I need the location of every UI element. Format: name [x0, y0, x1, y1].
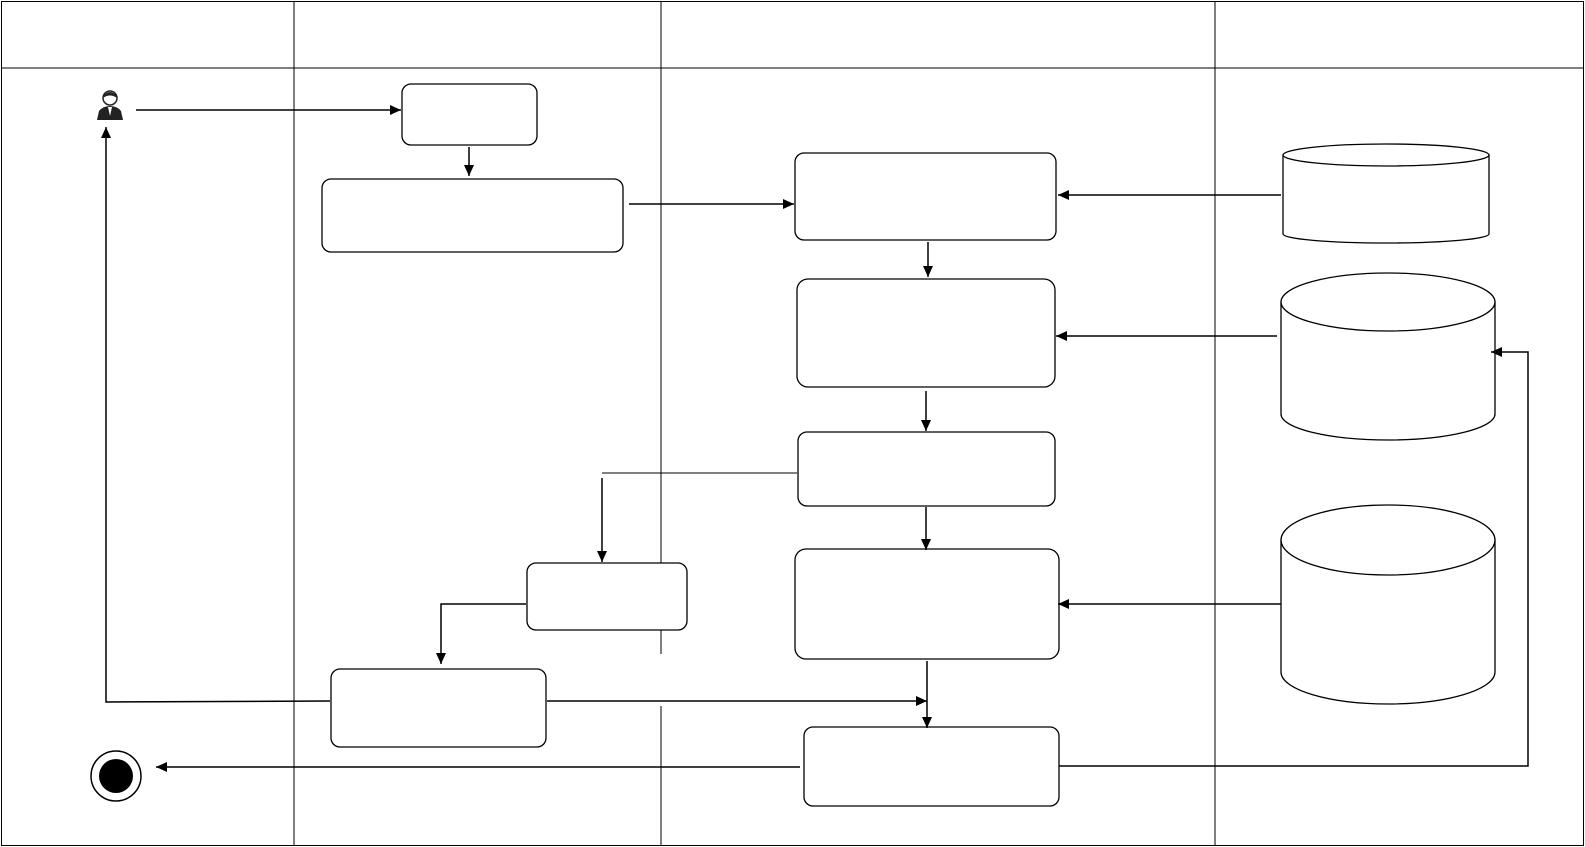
flow-user-action-to-actor [101, 127, 331, 703]
node-side-branch [526, 562, 688, 631]
node-login [401, 83, 538, 146]
user-icon [97, 90, 123, 120]
flow-step5-to-db-middle [1059, 347, 1529, 767]
db-bottom [1280, 504, 1496, 705]
activity-nodes [321, 83, 1060, 807]
flow-side-branch-to-user-action [436, 603, 526, 664]
connectors [101, 105, 1529, 772]
node-user-action [330, 668, 547, 748]
node-receive-request [794, 152, 1057, 241]
db-top [1282, 143, 1490, 244]
end-node-icon [90, 750, 142, 802]
node-submit-request [321, 178, 624, 253]
node-process-step-5 [803, 726, 1060, 807]
node-process-step-4 [794, 548, 1060, 660]
db-middle [1280, 272, 1496, 441]
node-process-step-3 [797, 431, 1056, 507]
node-process-step-2 [796, 278, 1056, 388]
